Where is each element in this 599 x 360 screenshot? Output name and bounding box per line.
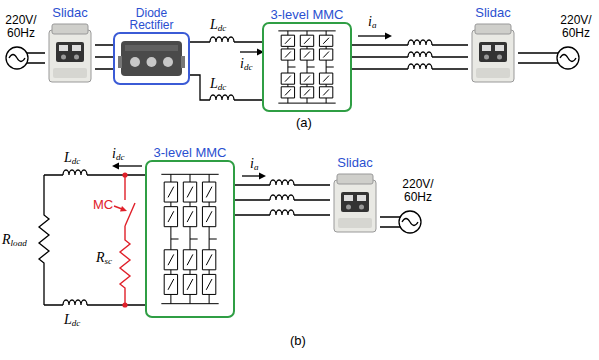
current-label: ia (250, 156, 258, 172)
slidac-device: Slidac (468, 22, 518, 84)
source-rating: 220V/ 60Hz (556, 14, 596, 40)
inductor-label: Ldc (210, 76, 226, 92)
node-heading: 3-level MMC (252, 8, 362, 22)
node-heading: Slidac (458, 6, 528, 20)
dc-wire (44, 175, 145, 305)
current-arrow (358, 35, 386, 36)
slidac-device: Slidac (330, 172, 380, 234)
node-heading: Slidac (35, 6, 105, 20)
inductor-label: Ldc (64, 312, 80, 328)
source-wire (380, 217, 401, 227)
rectifier-module-picture (115, 34, 188, 83)
node-heading: Slidac (320, 156, 390, 170)
node-heading: 3-level MMC (135, 146, 245, 160)
source-rating: 220V/ 60Hz (398, 178, 438, 204)
arrowhead (385, 33, 392, 40)
subfigure-tag: (a) (296, 116, 312, 130)
current-label: ia (368, 14, 376, 30)
ac-source (557, 47, 579, 69)
resistor-symbol (39, 175, 49, 305)
mmc-cells-picture (264, 24, 350, 110)
sine-symbol (560, 55, 576, 62)
node-heading: Diode Rectifier (113, 7, 191, 32)
inductor-label: Ldc (64, 150, 80, 166)
arrowhead (112, 163, 119, 170)
source-rating: 220V/ 60Hz (2, 14, 40, 40)
source-wire (27, 53, 45, 63)
mmc-converter-box: 3-level MMC (145, 160, 235, 318)
arrowhead (259, 173, 266, 180)
slidac-picture (330, 172, 380, 234)
inductor-label: Ldc (210, 17, 226, 33)
leader-arrowhead (120, 206, 127, 212)
resistor-label: Rload (2, 232, 27, 248)
diode-rectifier-box: Diode Rectifier (113, 32, 190, 85)
slidac-device: Slidac (45, 22, 95, 84)
current-arrow (242, 175, 260, 176)
junction-dot (122, 172, 127, 177)
wire-connector (95, 45, 113, 69)
mmc-converter-box: 3-level MMC (262, 22, 352, 112)
slidac-picture (45, 22, 95, 84)
sine-symbol (402, 219, 418, 226)
source-wire (518, 53, 558, 63)
crowbar-switch-resistor (120, 175, 135, 305)
current-arrow (118, 165, 142, 166)
current-arrow (240, 51, 258, 52)
ac-source (399, 211, 421, 233)
mmc-cells-picture (147, 162, 233, 316)
slidac-picture (468, 22, 518, 84)
sine-symbol (9, 55, 25, 62)
current-label: idc (112, 146, 124, 162)
subfigure-tag: (b) (290, 334, 306, 348)
switch-label: MC (93, 198, 113, 212)
leader-line (114, 206, 122, 209)
ac-source (6, 47, 28, 69)
junction-dot (122, 302, 127, 307)
resistor-label: Rsc (96, 250, 112, 266)
current-label: idc (240, 56, 252, 72)
